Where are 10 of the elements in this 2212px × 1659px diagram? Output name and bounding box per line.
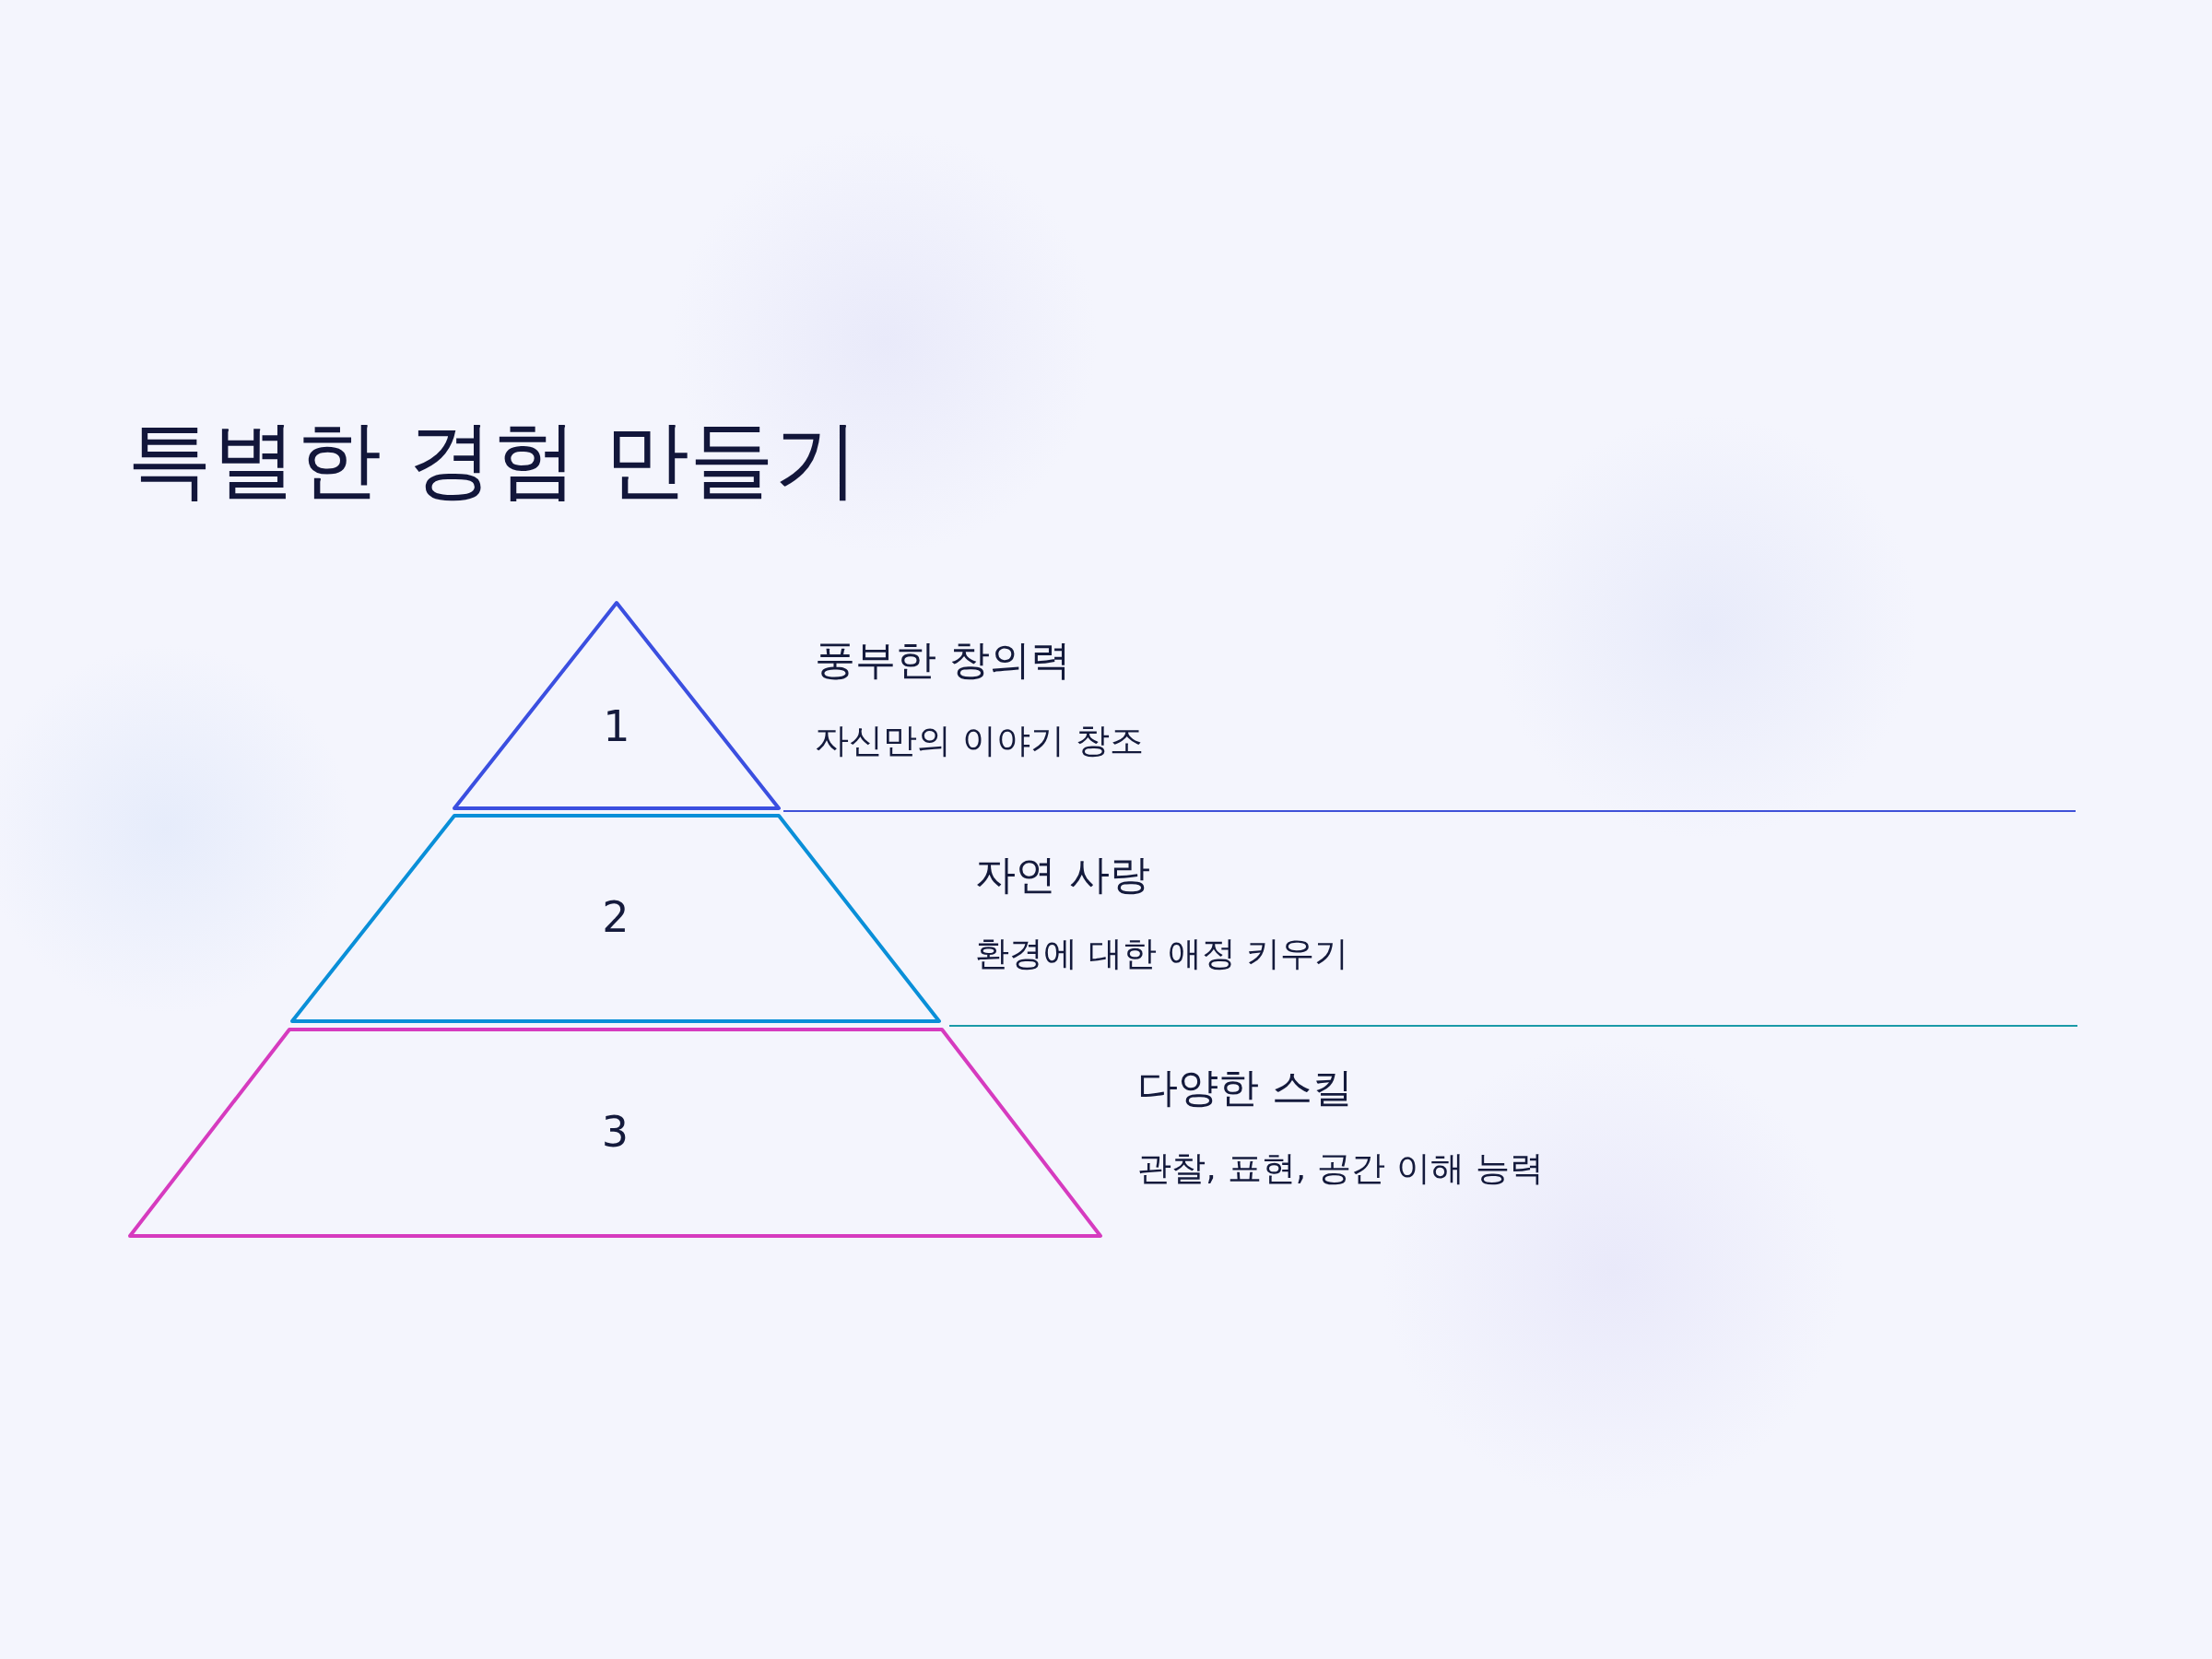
tier-number: 1 xyxy=(602,700,631,753)
tier-heading: 자연 사랑 xyxy=(975,851,1150,900)
tier-description: 관찰, 표현, 공간 이해 능력 xyxy=(1137,1148,1544,1190)
tier-description: 자신만의 이야기 창조 xyxy=(815,721,1144,762)
tier-number: 2 xyxy=(601,891,630,944)
tier-number: 3 xyxy=(600,1106,630,1159)
tier-description: 환경에 대한 애정 키우기 xyxy=(975,934,1349,975)
title: 특별한 경험 만들기 xyxy=(127,413,860,507)
tier-heading: 풍부한 창의력 xyxy=(815,636,1071,685)
tier-heading: 다양한 스킬 xyxy=(1137,1064,1353,1112)
